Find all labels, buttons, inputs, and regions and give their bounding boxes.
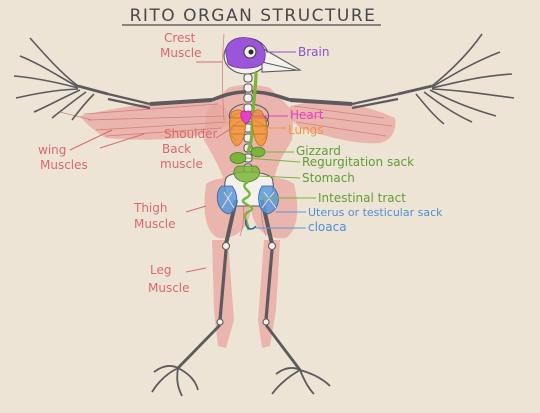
right-wing-muscle bbox=[290, 100, 396, 144]
left-humerus bbox=[149, 98, 213, 106]
label-regurgitation-sack: Regurgitation sack bbox=[302, 155, 414, 169]
left-leg-bones bbox=[151, 199, 238, 397]
label-leg-muscle: Leg Muscle bbox=[148, 263, 190, 295]
title-text: RITO ORGAN STRUCTURE bbox=[130, 6, 377, 26]
label-gizzard: Gizzard bbox=[296, 144, 341, 158]
label-heart: Heart bbox=[290, 108, 324, 122]
left-tibia bbox=[218, 249, 228, 321]
label-lungs: Lungs bbox=[288, 123, 324, 137]
left-wing-muscle bbox=[80, 98, 232, 140]
organs bbox=[216, 37, 279, 231]
cloaca bbox=[244, 219, 257, 230]
oesophagus bbox=[246, 71, 258, 153]
left-wing-bones bbox=[13, 37, 213, 121]
stomach bbox=[233, 165, 260, 183]
right-tarsus bbox=[264, 324, 302, 371]
label-wing-muscles: wing Muscles bbox=[38, 143, 88, 172]
label-thigh-muscle: Thigh Muscle bbox=[133, 201, 176, 231]
left-clavicle bbox=[211, 90, 247, 102]
left-forearm bbox=[107, 92, 151, 110]
label-crest-muscle: Crest Muscle bbox=[160, 31, 202, 60]
left-feathers bbox=[13, 37, 95, 121]
label-intestinal-tract: Intestinal tract bbox=[318, 191, 406, 205]
label-stomach: Stomach bbox=[302, 171, 355, 185]
left-talons bbox=[151, 365, 199, 397]
label-brain: Brain bbox=[298, 45, 329, 59]
right-forearm bbox=[351, 92, 399, 110]
right-hand bbox=[397, 84, 433, 96]
title: RITO ORGAN STRUCTURE bbox=[122, 6, 381, 26]
right-humerus bbox=[289, 98, 353, 106]
right-talons bbox=[271, 367, 331, 395]
left-tarsus bbox=[176, 324, 222, 369]
label-uterus-testicular: Uterus or testicular sack bbox=[308, 206, 443, 219]
right-wing-bones bbox=[289, 33, 515, 125]
label-shoulder-back-muscle: Shoulder Back muscle bbox=[160, 127, 221, 171]
reproductive-sacks bbox=[216, 185, 279, 215]
heart bbox=[240, 110, 252, 125]
regurgitation-sack bbox=[229, 152, 247, 164]
left-hand bbox=[77, 84, 109, 96]
label-cloaca: cloaca bbox=[308, 220, 347, 234]
gizzard bbox=[250, 146, 266, 158]
labels: Crest Muscle Brain Heart Lungs Shoulder … bbox=[38, 31, 443, 295]
leader-lines bbox=[69, 51, 316, 273]
right-feathers bbox=[415, 33, 515, 125]
lungs bbox=[228, 109, 268, 147]
right-tibia bbox=[264, 249, 274, 321]
